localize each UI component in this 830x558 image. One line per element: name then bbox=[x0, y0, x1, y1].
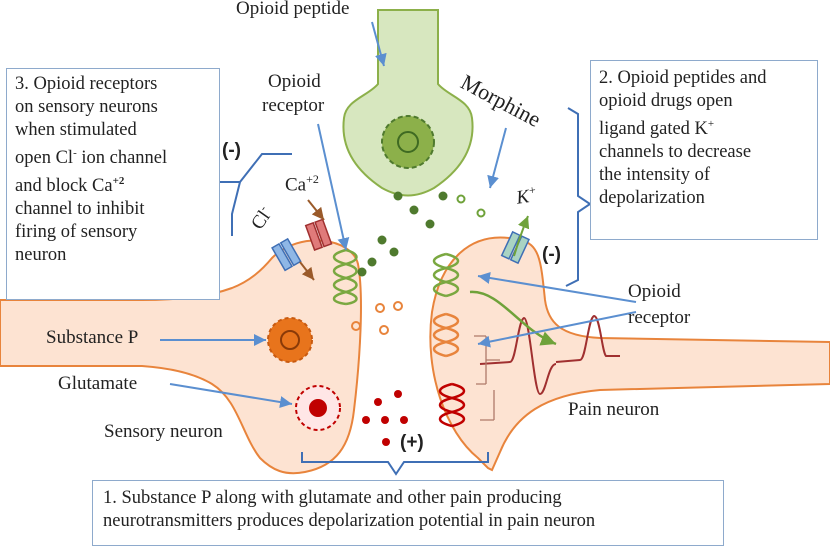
k-channel bbox=[500, 230, 530, 265]
pain-neuron-body bbox=[429, 236, 830, 472]
ca-influx-arrow bbox=[307, 199, 325, 221]
info-box-3: 3. Opioid receptors on sensory neurons w… bbox=[6, 68, 220, 300]
opioid-receptor-left-label-1: Opioid bbox=[268, 71, 321, 92]
pointer-arrows bbox=[160, 21, 637, 408]
hollow-green-vesicles bbox=[456, 194, 486, 218]
box3-line8: neuron bbox=[15, 245, 67, 266]
green-peptide-vesicles bbox=[357, 191, 448, 277]
info-box-2: 2. Opioid peptides and opioid drugs open… bbox=[590, 60, 818, 240]
box3-line2: on sensory neurons bbox=[15, 97, 158, 117]
box2-line4: channels to decrease bbox=[599, 142, 752, 163]
box1-line2: neurotransmitters produces depolarizatio… bbox=[103, 511, 596, 531]
box3-line7: firing of sensory bbox=[15, 222, 138, 243]
box3-line3: when stimulated bbox=[15, 120, 137, 140]
inhibition-sign-left: (-) bbox=[222, 140, 241, 161]
k-efflux-arrow bbox=[513, 215, 530, 257]
bracket-right bbox=[565, 107, 592, 287]
pain-neuron-label: Pain neuron bbox=[568, 399, 660, 420]
substance-p-label: Substance P bbox=[46, 327, 139, 348]
box3-line5: and block Ca+2 bbox=[15, 175, 125, 197]
cl-influx-arrow bbox=[299, 261, 315, 281]
substance-p-vesicle bbox=[267, 317, 313, 363]
substance-p-receptor bbox=[432, 312, 460, 358]
depolarization-arrow bbox=[469, 290, 557, 346]
bracket-bottom bbox=[301, 452, 489, 476]
box2-line5: the intensity of bbox=[599, 165, 710, 186]
excitation-sign: (+) bbox=[400, 432, 424, 453]
green-vesicle-outer bbox=[381, 115, 435, 169]
opioid-peptide-terminal bbox=[342, 9, 474, 197]
inhibition-sign-right: (-) bbox=[542, 244, 561, 265]
glutamate-label: Glutamate bbox=[58, 373, 138, 394]
glutamate-vesicles bbox=[362, 390, 408, 446]
k-ion-label: K+ bbox=[515, 182, 538, 209]
bracket-left bbox=[214, 153, 292, 236]
box1-line1: 1. Substance P along with glutamate and … bbox=[103, 488, 562, 508]
action-potential-spike-2 bbox=[555, 314, 620, 363]
opioid-receptor-right bbox=[432, 252, 460, 298]
glutamate-receptor bbox=[438, 382, 466, 428]
action-potential-spike bbox=[479, 316, 557, 396]
box2-line3: ligand gated K+ bbox=[599, 118, 715, 140]
orange-vesicles bbox=[351, 301, 403, 335]
info-box-1: 1. Substance P along with glutamate and … bbox=[92, 480, 724, 546]
sensory-neuron-label: Sensory neuron bbox=[104, 421, 223, 442]
opioid-receptor-left-label-2: receptor bbox=[262, 95, 325, 116]
opioid-receptor-left bbox=[332, 248, 358, 306]
opioid-peptide-label: Opioid peptide bbox=[236, 0, 350, 19]
box2-line6: depolarization bbox=[599, 188, 705, 209]
ca-ion-label: Ca+2 bbox=[285, 172, 319, 196]
box3-line6: channel to inhibit bbox=[15, 199, 145, 220]
box2-line2: opioid drugs open bbox=[599, 91, 733, 111]
ca-channel bbox=[304, 218, 333, 251]
box2-line1: 2. Opioid peptides and bbox=[599, 68, 767, 88]
opioid-receptor-right-label-2: receptor bbox=[628, 307, 691, 328]
green-vesicle-inner bbox=[397, 131, 419, 153]
box3-line4: open Cl- ion channel bbox=[15, 147, 168, 169]
box3-line1: 3. Opioid receptors bbox=[15, 74, 158, 94]
opioid-receptor-right-label-1: Opioid bbox=[628, 281, 681, 302]
cl-channel bbox=[271, 237, 302, 272]
